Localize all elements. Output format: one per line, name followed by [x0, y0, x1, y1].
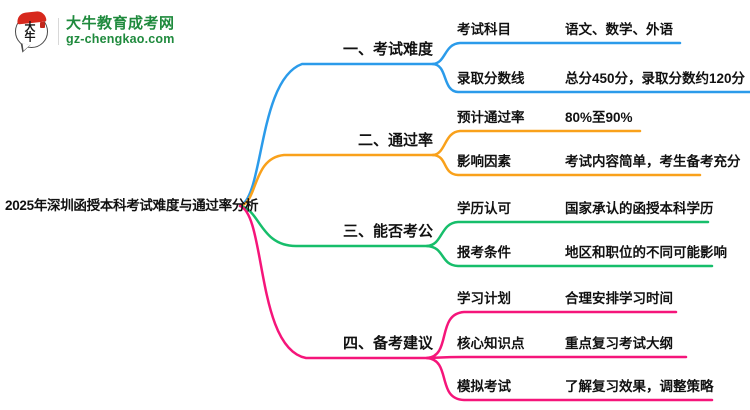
logo-brand-name: 大牛教育成考网: [66, 15, 175, 32]
leaf-influencing-factors: 影响因素 考试内容简单，考生备考充分: [457, 152, 741, 171]
branch-label-pass-rate: 二、通过率: [357, 132, 433, 149]
leaf-key: 报考条件: [457, 245, 511, 260]
main-topic-node: 2025年深圳函授本科考试难度与通过率分析: [5, 198, 259, 213]
logo-seal-icon: [40, 22, 45, 28]
leaf-key: 核心知识点: [457, 336, 525, 351]
logo-divider: [58, 17, 59, 45]
branch3-connector-lines: [238, 204, 714, 268]
branch4-connector-lines: [238, 204, 714, 402]
leaf-study-plan: 学习计划 合理安排学习时间: [457, 289, 673, 308]
leaf-key: 录取分数线: [457, 71, 525, 86]
leaf-value: 语文、数学、外语: [565, 22, 673, 37]
site-logo[interactable]: 大牛 大牛教育成考网 gz-chengkao.com: [14, 10, 175, 54]
leaf-value: 地区和职位的不同可能影响: [565, 245, 727, 260]
logo-characters: 大牛: [23, 21, 35, 41]
logo-domain-url: gz-chengkao.com: [66, 32, 175, 46]
leaf-degree-recognition: 学历认可 国家承认的函授本科学历: [457, 199, 714, 218]
leaf-value: 总分450分，录取分数约120分: [565, 71, 746, 86]
logo-text-block: 大牛教育成考网 gz-chengkao.com: [66, 15, 175, 47]
logo-mark-icon: 大牛: [14, 10, 52, 54]
leaf-key: 学习计划: [457, 291, 511, 306]
leaf-value: 国家承认的函授本科学历: [565, 201, 714, 216]
leaf-key: 预计通过率: [457, 110, 525, 125]
leaf-value: 考试内容简单，考生备考充分: [565, 154, 741, 169]
branch-label-exam-difficulty: 一、考试难度: [342, 41, 433, 58]
logo-bubble-tail-fill-icon: [21, 43, 31, 52]
leaf-value: 合理安排学习时间: [565, 291, 673, 306]
leaf-key: 考试科目: [457, 22, 511, 37]
branch1-connector-lines: [238, 41, 750, 208]
leaf-value: 80%至90%: [565, 110, 633, 125]
leaf-mock-exam: 模拟考试 了解复习效果，调整策略: [457, 377, 714, 396]
leaf-application-conditions: 报考条件 地区和职位的不同可能影响: [457, 243, 727, 262]
branch2-connector-lines: [238, 129, 702, 208]
leaf-exam-subjects: 考试科目 语文、数学、外语: [457, 20, 673, 39]
branch-label-prep-advice: 四、备考建议: [342, 335, 433, 352]
leaf-core-knowledge: 核心知识点 重点复习考试大纲: [457, 334, 673, 353]
leaf-value: 重点复习考试大纲: [565, 336, 673, 351]
leaf-key: 学历认可: [457, 201, 511, 216]
leaf-expected-pass-rate: 预计通过率 80%至90%: [457, 108, 633, 127]
leaf-admission-score: 录取分数线 总分450分，录取分数约120分: [457, 69, 745, 88]
leaf-key: 模拟考试: [457, 379, 511, 394]
leaf-key: 影响因素: [457, 154, 511, 169]
leaf-value: 了解复习效果，调整策略: [565, 379, 714, 394]
branch-label-civil-service: 三、能否考公: [342, 223, 433, 240]
